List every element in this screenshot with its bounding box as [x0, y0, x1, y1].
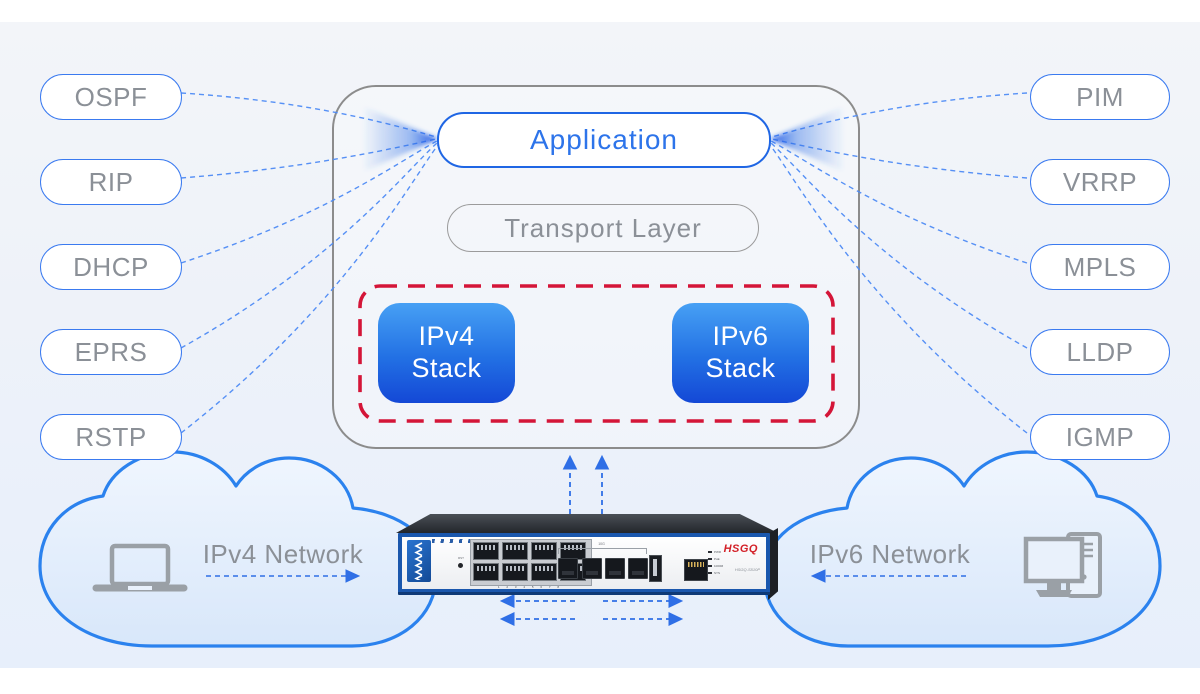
- ipv4-network-label: IPv4 Network: [202, 539, 364, 569]
- rstp-link-line: [180, 144, 439, 434]
- rj45-port: [531, 542, 557, 560]
- protocol-pill-dhcp: DHCP: [40, 244, 182, 290]
- protocol-label: IGMP: [1065, 421, 1135, 452]
- protocol-label: PIM: [1076, 81, 1124, 112]
- reset-label: RST: [458, 556, 464, 560]
- sfp-port: [558, 558, 578, 579]
- protocol-pill-ospf: OSPF: [40, 74, 182, 120]
- transport-layer-pill: Transport Layer: [447, 204, 759, 252]
- ipv6-network-arrow-head: [810, 569, 826, 583]
- switch-right-side: [768, 528, 778, 600]
- protocol-pill-eprs: EPRS: [40, 329, 182, 375]
- desktop-icon: [1023, 532, 1102, 598]
- application-layer-pill: Application: [437, 112, 771, 168]
- stack-line: IPv6: [712, 321, 769, 352]
- usb-port: [649, 555, 662, 582]
- application-label: Application: [530, 124, 678, 155]
- switch-faceplate: RST 1 2 3 4 5 6 7 8 10G: [402, 537, 766, 589]
- right-flow-arrow-head-2: [668, 612, 684, 626]
- stack-line: Stack: [411, 353, 482, 383]
- protocol-pill-lldp: LLDP: [1030, 329, 1170, 375]
- switch-model: HSGQ-S510P: [734, 567, 760, 572]
- mpls-link-line: [770, 140, 1028, 264]
- protocol-label: EPRS: [74, 336, 148, 367]
- left-convergence-glow: [364, 107, 438, 171]
- brand-logo: HSGQ: [723, 543, 758, 555]
- right-convergence-glow: [770, 107, 843, 171]
- ipv4-network-arrow-head: [345, 569, 361, 583]
- brand-chevron-strip: [407, 540, 431, 582]
- rj45-port: [473, 563, 499, 581]
- port-numbers: 1 2 3 4 5 6 7 8: [497, 585, 563, 589]
- switch-top-lid: [396, 514, 778, 533]
- protocol-pill-rstp: RSTP: [40, 414, 182, 460]
- stack-line: Stack: [705, 353, 776, 383]
- ipv4-stack-box: IPv4 Stack: [378, 303, 515, 403]
- protocol-pill-rip: RIP: [40, 159, 182, 205]
- switch-front-panel: RST 1 2 3 4 5 6 7 8 10G: [398, 533, 770, 595]
- dhcp-link-line: [180, 140, 438, 264]
- rj45-port: [502, 563, 528, 581]
- ospf-link-line: [180, 92, 437, 138]
- dual-stack-dashed-outline: [358, 284, 835, 423]
- sfp-port: [605, 558, 625, 579]
- console-port: [684, 559, 708, 581]
- led-indicator: PWR: [708, 550, 721, 556]
- protocol-label: RIP: [88, 166, 134, 197]
- transport-label: Transport Layer: [504, 212, 702, 243]
- sfp-port: [628, 558, 648, 579]
- led-indicator: 1000M: [708, 564, 723, 570]
- eprs-link-line: [180, 142, 438, 349]
- chevron-icon: [414, 542, 423, 580]
- protocol-label: DHCP: [73, 251, 149, 282]
- sfp-group-label: 10G: [598, 542, 605, 546]
- led-indicator: SYS: [708, 571, 720, 577]
- protocol-pill-pim: PIM: [1030, 74, 1170, 120]
- laptop-icon: [92, 543, 188, 592]
- lldp-link-line: [770, 142, 1028, 349]
- led-indicator: PoE: [708, 557, 720, 563]
- rj45-port: [531, 563, 557, 581]
- protocol-label: LLDP: [1066, 336, 1134, 367]
- reset-button: [458, 563, 463, 568]
- sfp-port: [582, 558, 602, 579]
- sfp-group-bracket: [558, 548, 647, 554]
- protocol-label: VRRP: [1062, 166, 1138, 197]
- protocol-pill-mpls: MPLS: [1030, 244, 1170, 290]
- igmp-link-line: [769, 144, 1028, 434]
- pim-link-line: [771, 92, 1028, 138]
- protocol-pill-vrrp: VRRP: [1030, 159, 1170, 205]
- network-switch: RST 1 2 3 4 5 6 7 8 10G: [396, 514, 778, 600]
- protocol-label: OSPF: [74, 81, 148, 112]
- protocol-pill-igmp: IGMP: [1030, 414, 1170, 460]
- uplink-arrow-head-2: [594, 454, 610, 470]
- uplink-arrow-head-1: [562, 454, 578, 470]
- left-flow-arrow-head-2: [499, 612, 515, 626]
- protocol-label: RSTP: [75, 421, 147, 452]
- protocol-label: MPLS: [1063, 251, 1137, 282]
- ipv6-network-label: IPv6 Network: [809, 539, 971, 569]
- rj45-port: [473, 542, 499, 560]
- stack-line: IPv4: [418, 321, 475, 352]
- rj45-port: [502, 542, 528, 560]
- right-flow-arrow-head-1: [668, 594, 684, 608]
- ipv6-stack-box: IPv6 Stack: [672, 303, 809, 403]
- left-flow-arrow-head-1: [499, 594, 515, 608]
